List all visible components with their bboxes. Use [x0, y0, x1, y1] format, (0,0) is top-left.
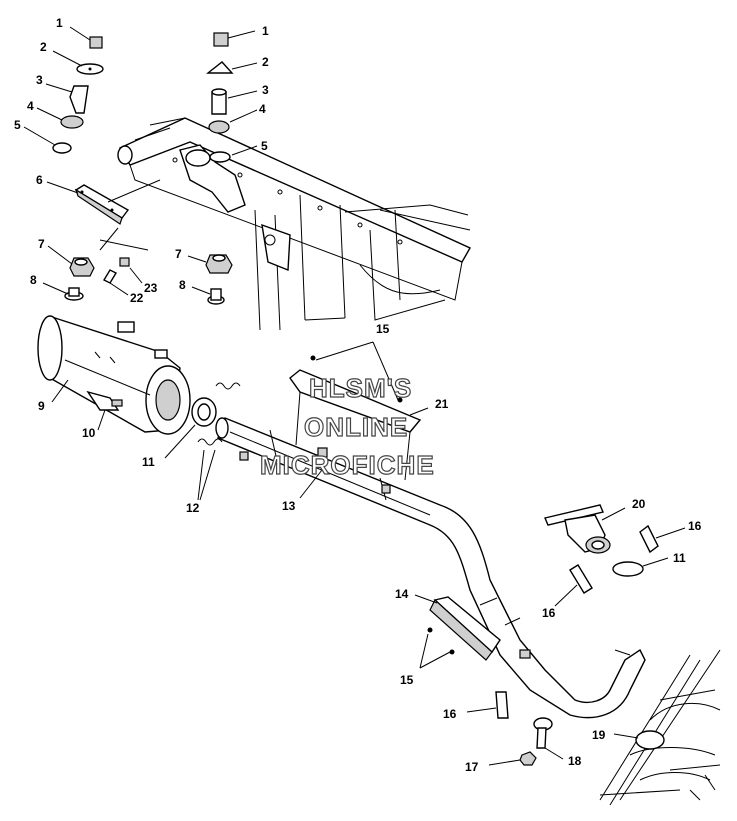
callout-12: 12: [186, 501, 200, 515]
callout-2-left: 2: [40, 40, 47, 54]
callout-2-right: 2: [262, 55, 269, 69]
callout-5-left: 5: [14, 118, 21, 132]
watermark-line-2: ONLINE: [304, 412, 408, 442]
callout-1-left: 1: [56, 16, 63, 30]
callout-4-left: 4: [27, 99, 34, 113]
callout-8-left: 8: [30, 273, 37, 287]
leader-lines: [23, 26, 686, 766]
callout-1-right: 1: [262, 24, 269, 38]
exhaust-port: [495, 504, 659, 719]
muffler: [37, 315, 191, 435]
bolt-nut: [519, 717, 553, 766]
callout-7-right: 7: [175, 247, 182, 261]
engine-area: [599, 649, 721, 806]
callout-8-right: 8: [179, 278, 186, 292]
callout-9: 9: [38, 399, 45, 413]
callout-23: 23: [144, 281, 158, 295]
callout-15-top: 15: [376, 322, 390, 336]
callout-7-left: 7: [38, 237, 45, 251]
callout-16-bottom: 16: [443, 707, 457, 721]
callout-4-right: 4: [259, 102, 266, 116]
watermark-line-1: HLSM'S: [309, 373, 412, 403]
callout-16-right: 16: [688, 519, 702, 533]
watermark-line-3: MICROFICHE: [260, 450, 435, 480]
callout-22: 22: [130, 291, 144, 305]
callout-13: 13: [282, 499, 296, 513]
vehicle-frame: [117, 117, 471, 331]
callout-3-left: 3: [36, 73, 43, 87]
pipe-bracket: [427, 596, 501, 661]
left-mount-stack: [52, 36, 161, 301]
heat-shield: [289, 355, 422, 481]
right-mount-stack: [205, 32, 234, 305]
callout-3-right: 3: [262, 83, 269, 97]
callout-14: 14: [395, 587, 409, 601]
callout-19: 19: [592, 728, 606, 742]
callout-16-mid: 16: [542, 606, 556, 620]
gaskets-springs: [191, 382, 241, 446]
callout-11-left: 11: [142, 455, 155, 469]
callout-11-right: 11: [673, 551, 686, 565]
exhaust-pipe: [215, 417, 646, 719]
callout-18: 18: [568, 754, 582, 768]
callout-20: 20: [632, 497, 646, 511]
callout-labels: 1 2 3 4 5 6 7 8 23 22 1 2 3 4 5 7 8 9 10…: [14, 16, 702, 774]
callout-5-right: 5: [261, 139, 268, 153]
callout-10: 10: [82, 426, 96, 440]
callout-17: 17: [465, 760, 479, 774]
watermark: HLSM'S ONLINE MICROFICHE: [259, 372, 435, 480]
callout-21: 21: [435, 397, 449, 411]
callout-6: 6: [36, 173, 43, 187]
callout-15-bottom: 15: [400, 673, 414, 687]
